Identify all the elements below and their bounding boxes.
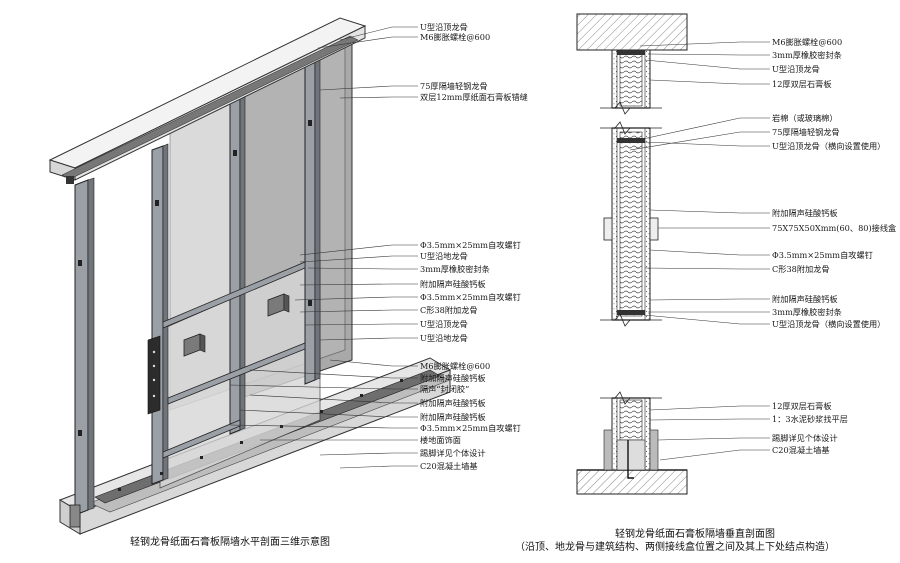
callout-label: 踢脚详见个体设计: [772, 433, 838, 443]
callout-label: 1：3水泥砂浆找平层: [772, 414, 848, 424]
callout-label: 3mm厚橡胶密封条: [772, 50, 842, 60]
right-diagram-subcaption: （沿顶、地龙骨与建筑结构、两侧接线盒位置之间及其上下处结点构造）: [515, 542, 835, 553]
callout-label: C20混凝土墙基: [420, 461, 478, 471]
callout-label: 75厚隔墙轻钢龙骨: [772, 127, 840, 137]
callout-label: U型沿顶龙骨: [772, 64, 820, 74]
right-leader-lines: [629, 41, 770, 461]
callout-label: 附加隔声硅酸钙板: [420, 398, 486, 408]
callout-label: 3mm厚橡胶密封条: [772, 307, 842, 317]
junction-box: [183, 333, 206, 357]
left-leader-lines: [229, 26, 418, 469]
vertical-section-view: [576, 13, 688, 495]
callout-label: 75厚隔墙轻钢龙骨: [420, 81, 488, 91]
callout-label: 隔声“封闭胶”: [420, 384, 470, 394]
callout-label: M6膨胀螺栓@600: [420, 361, 491, 371]
callout-label: M6膨胀螺栓@600: [420, 32, 491, 42]
callout-label: C形38附加龙骨: [420, 305, 478, 315]
callout-label: U型沿地龙骨: [420, 333, 468, 343]
callout-label: 附加隔声硅酸钙板: [420, 279, 486, 289]
callout-label: 双层12mm厚纸面石膏板错缝: [420, 92, 528, 102]
callout-label: C形38附加龙骨: [772, 264, 830, 274]
callout-label: 附加隔声硅酸钙板: [772, 208, 838, 218]
callout-label: 附加隔声硅酸钙板: [772, 294, 838, 304]
callout-label: Φ3.5mm×25mm自攻螺钉: [420, 240, 521, 250]
callout-label: C20混凝土墙基: [772, 445, 830, 455]
callout-label: 岩棉（或玻璃棉）: [772, 113, 838, 123]
callout-label: 12厚双层石膏板: [772, 401, 832, 411]
callout-label: Φ3.5mm×25mm自攻螺钉: [772, 250, 873, 260]
callout-label: 楼地面饰面: [420, 435, 461, 445]
callout-label: Φ3.5mm×25mm自攻螺钉: [420, 423, 521, 433]
isometric-wall-view: [48, 17, 452, 535]
junction-box: [267, 293, 290, 317]
callout-label: U型沿顶龙骨: [420, 319, 468, 329]
callout-label: 附加隔声硅酸钙板: [420, 373, 486, 383]
callout-label: 3mm厚橡胶密封条: [420, 264, 490, 274]
left-diagram-caption: 轻钢龙骨纸面石膏板隔墙水平剖面三维示意图: [130, 537, 330, 548]
callout-label: 12厚双层石膏板: [772, 79, 832, 89]
callout-label: 踢脚详见个体设计: [420, 448, 486, 458]
callout-label: 附加隔声硅酸钙板: [420, 412, 486, 422]
callout-label: U型沿顶龙骨: [420, 22, 468, 32]
callout-label: 75X75X50Xmm(60、80)接线盒: [772, 223, 897, 233]
callout-label: U型沿顶龙骨（横向设置使用）: [772, 141, 886, 151]
callout-label: Φ3.5mm×25mm自攻螺钉: [420, 292, 521, 302]
callout-label: U型沿地龙骨: [420, 251, 468, 261]
right-diagram-caption: 轻钢龙骨纸面石膏板隔墙垂直剖面图: [615, 529, 775, 540]
callout-label: M6膨胀螺栓@600: [772, 37, 843, 47]
callout-label: U型沿顶龙骨（横向设置使用）: [772, 319, 886, 329]
